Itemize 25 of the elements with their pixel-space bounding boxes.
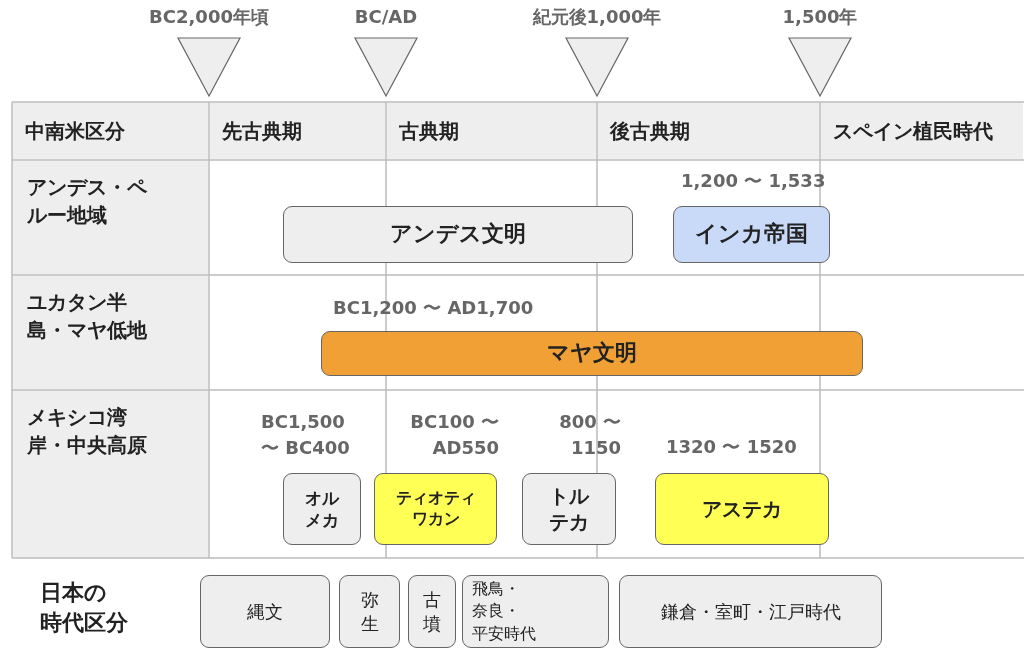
period-box: 鎌倉・室町・江戸時代 — [619, 575, 882, 648]
timeline-label: 1,500年 — [781, 5, 859, 29]
period-box: 縄文 — [200, 575, 330, 648]
row-header-cell: アンデス・ペルー地域 — [13, 161, 208, 274]
date-range: 1320 〜 1520 — [666, 435, 798, 459]
period-box: 飛鳥・奈良・平安時代 — [462, 575, 609, 648]
row-header-cell: ユカタン半島・マヤ低地 — [13, 276, 208, 389]
date-range: BC1,200 〜 AD1,700 — [333, 296, 535, 320]
era-box: アンデス文明 — [283, 206, 633, 263]
row-header-cell: メキシコ湾岸・中央高原 — [13, 391, 208, 557]
date-range: BC100 〜 AD550 — [409, 410, 499, 460]
timeline-label: BC/AD — [353, 5, 419, 29]
header-cell: 先古典期 — [210, 103, 385, 159]
timeline-label: 紀元後1,000年 — [531, 5, 663, 29]
header-cell: スペイン植民時代 — [821, 103, 1023, 159]
date-range: 1,200 〜 1,533 — [681, 169, 827, 193]
header-cell: 後古典期 — [598, 103, 819, 159]
period-box: 古墳 — [408, 575, 456, 648]
timeline-label: BC2,000年頃 — [148, 5, 270, 29]
row-header: 日本の時代区分 — [40, 579, 129, 637]
header-cell: 中南米区分 — [13, 103, 208, 159]
header-cell: 古典期 — [387, 103, 596, 159]
date-range: 800 〜 1150 — [558, 410, 621, 460]
period-box: 弥生 — [339, 575, 400, 648]
date-range: BC1,500 〜 BC400 — [261, 410, 351, 460]
